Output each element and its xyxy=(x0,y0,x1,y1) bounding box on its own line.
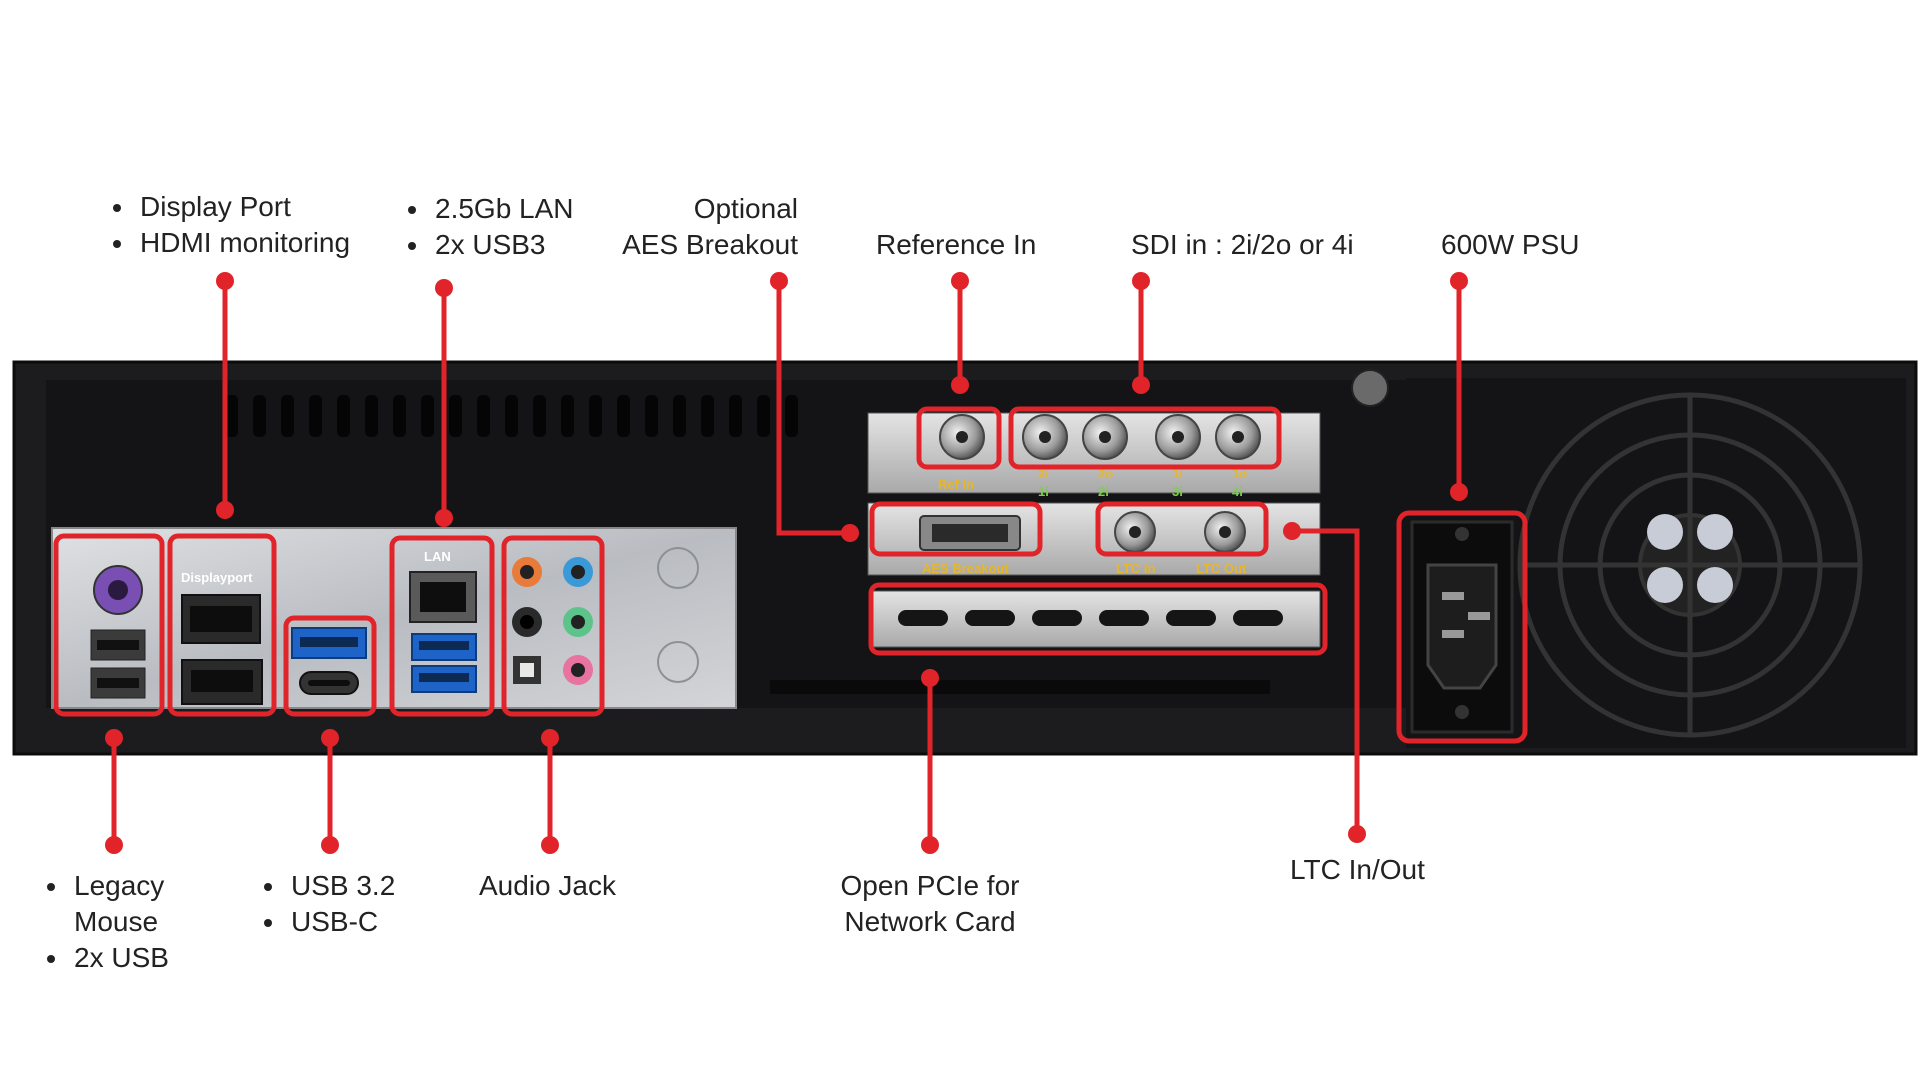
callout-lan: 2.5Gb LAN 2x USB3 xyxy=(405,191,574,263)
callout-sdi: SDI in : 2i/2o or 4i xyxy=(1131,229,1354,260)
highlight-boxes xyxy=(53,406,1528,744)
lan-usb3: LAN xyxy=(409,549,477,693)
sdi-top-4: 1o xyxy=(1232,466,1247,481)
sdi-bottom-2: 2i xyxy=(1098,484,1109,499)
callout-mouse-item-2: 2x USB xyxy=(70,940,169,976)
aes-breakout-label: AES Breakout xyxy=(922,561,1009,576)
callout-pcie-line-1: Open PCIe for xyxy=(840,870,1020,901)
callout-aes-line-2: AES Breakout xyxy=(622,229,798,260)
usb32-usbc xyxy=(291,627,367,695)
callout-audio: Audio Jack xyxy=(479,870,616,901)
callout-mouse-line-2: Mouse xyxy=(74,906,159,937)
ps2-usb-stack xyxy=(90,565,146,699)
sdi-bottom-3: 3i xyxy=(1172,484,1183,499)
open-pcie-slot xyxy=(869,590,1321,648)
callout-mouse-line-1: Legacy xyxy=(74,870,165,901)
callout-aes-line-1: Optional xyxy=(693,193,798,224)
callout-mouse-item-1: Legacy Mouse xyxy=(70,868,169,940)
callout-usb-item-2: USB-C xyxy=(287,904,395,940)
callout-usb-item-1: USB 3.2 xyxy=(287,868,395,904)
aes-ltc-card: AES Breakout LTC in LTC Out xyxy=(867,502,1321,576)
lan-label: LAN xyxy=(424,549,451,564)
sdi-top-1: 2i xyxy=(1038,466,1049,481)
ref-in-label: Ref in xyxy=(938,477,974,492)
sdi-bottom-1: 1i xyxy=(1038,484,1049,499)
callout-ltc: LTC In/Out xyxy=(1290,854,1425,885)
callout-pcie: Open PCIe for Network Card xyxy=(810,868,1050,940)
callout-display: Display Port HDMI monitoring xyxy=(110,189,350,261)
leader-lines xyxy=(111,281,1462,845)
callout-reference-in: Reference In xyxy=(876,229,1037,260)
ltc-out-label: LTC Out xyxy=(1196,561,1247,576)
display-connectors: Displayport xyxy=(181,570,263,705)
psu xyxy=(1351,369,1906,748)
callout-psu: 600W PSU xyxy=(1441,229,1580,260)
callout-display-item-2: HDMI monitoring xyxy=(136,225,350,261)
ltc-in-label: LTC in xyxy=(1116,561,1156,576)
sdi-top-2: 2o xyxy=(1098,466,1113,481)
audio-jacks xyxy=(512,557,593,685)
leader-dots xyxy=(105,272,1468,854)
callout-pcie-line-2: Network Card xyxy=(844,906,1016,937)
callout-aes: Optional AES Breakout xyxy=(600,191,798,263)
callout-lan-item-2: 2x USB3 xyxy=(431,227,574,263)
callout-display-item-1: Display Port xyxy=(136,189,350,225)
callout-lan-item-1: 2.5Gb LAN xyxy=(431,191,574,227)
vent-slots xyxy=(225,395,1270,694)
sdi-bottom-4: 4i xyxy=(1232,484,1243,499)
sdi-top-3: 1i xyxy=(1172,466,1183,481)
callout-usb: USB 3.2 USB-C xyxy=(261,868,395,940)
callout-mouse: Legacy Mouse 2x USB xyxy=(44,868,169,976)
displayport-label: Displayport xyxy=(181,570,253,585)
sdi-card: Ref in 2i 2o 1i 1o 1i 2i 3i 4i xyxy=(867,412,1321,499)
